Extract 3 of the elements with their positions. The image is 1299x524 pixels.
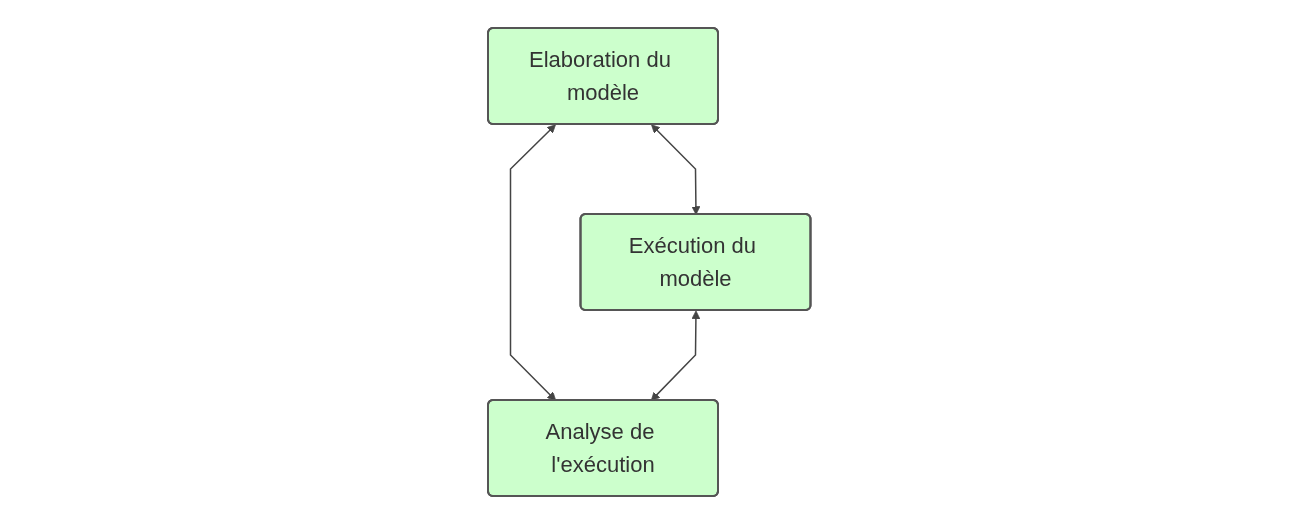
arrow [651, 124, 701, 215]
arrow [510, 124, 557, 401]
arrow [651, 310, 701, 401]
